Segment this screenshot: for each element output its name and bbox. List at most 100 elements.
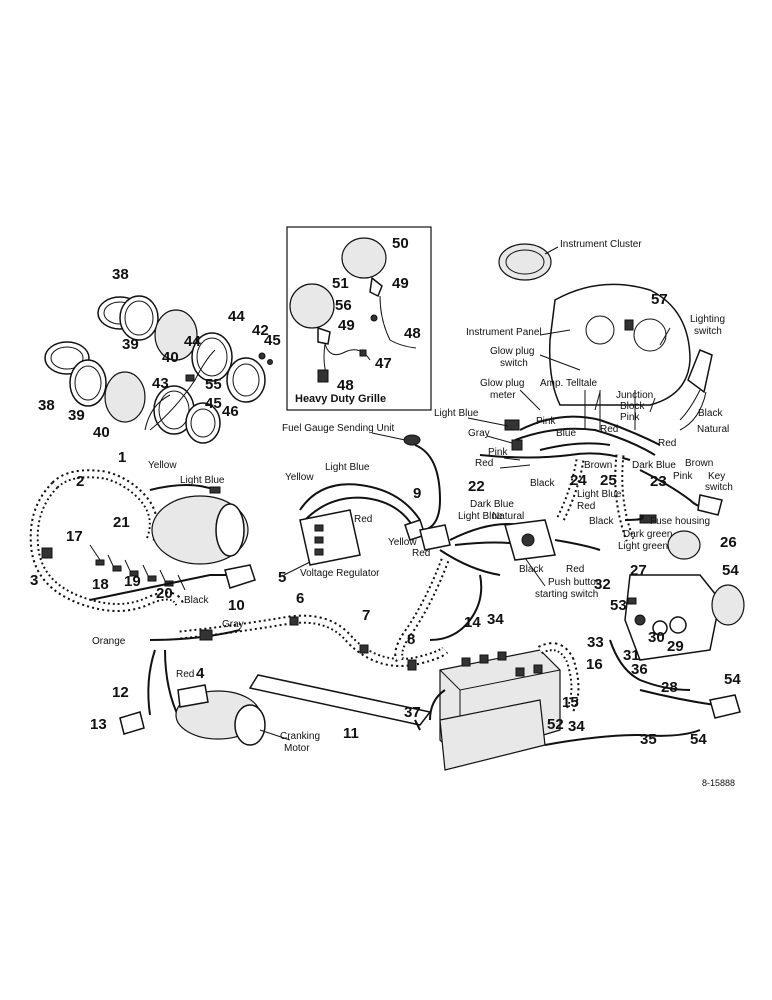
headlight-body-45-bottom-inner (190, 408, 216, 438)
regulator-terminal-1 (314, 524, 324, 532)
headlight-ring-44-bottom-inner (158, 390, 190, 430)
label-key-switch-2: switch (705, 482, 733, 493)
callout-8: 8 (407, 631, 415, 648)
callout-56: 56 (335, 297, 352, 314)
callout-13: 13 (90, 716, 107, 733)
callout-49-b: 51 (332, 275, 349, 292)
callout-19: 19 (124, 573, 141, 590)
cranking-motor-cables (147, 649, 181, 721)
harness-main-lower-core (179, 616, 447, 665)
callout-40-a: 40 (162, 349, 179, 366)
callout-17: 17 (66, 528, 83, 545)
headlight-unit-40-bottom (104, 371, 146, 423)
middle-components (299, 434, 601, 576)
callout-16: 16 (586, 656, 603, 673)
lighting-switch (687, 349, 713, 394)
callout-49-a: 50 (392, 235, 409, 252)
label-red-7: Red (566, 564, 584, 575)
label-light-blue-4: Light Blue (577, 489, 622, 500)
callout-2: 2 (76, 473, 84, 490)
callout-44-b: 45 (205, 395, 222, 412)
headlight-ring-44-top (191, 332, 233, 382)
harness-1-top-core (53, 471, 156, 541)
grille-lamp-49-top (341, 237, 387, 279)
headlight-ring-38-bottom-inner (50, 346, 84, 370)
glow-plug-terminal-10 (224, 564, 256, 589)
label-junction: Junction (616, 390, 653, 401)
callout-23: 23 (650, 473, 667, 490)
fuel-gauge-sending-unit (403, 434, 421, 446)
label-red-8: Red (176, 669, 194, 680)
label-voltage-regulator: Voltage Regulator (300, 568, 380, 579)
label-red-6: Red (412, 548, 430, 559)
battery-cap-2 (479, 654, 489, 664)
callout-38-b: 38 (38, 397, 55, 414)
wire-28 (639, 689, 716, 706)
panel-bracket-57 (624, 319, 634, 331)
label-glow-plug-switch-2: switch (500, 358, 528, 369)
cranking-motor-solenoid (177, 684, 209, 708)
label-lighting-switch-2: switch (694, 326, 722, 337)
label-black-2: Black (530, 478, 555, 489)
generator-end (215, 503, 245, 557)
lamp-part-29 (669, 616, 687, 634)
callout-55: 55 (205, 376, 222, 393)
label-dark-blue-2: Dark Blue (470, 499, 514, 510)
wire-35 (544, 729, 701, 746)
callout-33: 33 (587, 634, 604, 651)
grille-connector-46b (359, 349, 367, 357)
label-heavy-duty-grille: Heavy Duty Grille (295, 393, 386, 405)
callout-52: 54 (722, 562, 739, 579)
gray-connector (511, 439, 523, 451)
harness-clip-3 (41, 547, 53, 559)
label-pink-4: Pink (673, 471, 693, 482)
lamp-part-31 (634, 614, 646, 626)
wire-labels: Instrument Cluster Instrument Panel Ligh… (92, 239, 735, 788)
callout-7: 7 (362, 607, 370, 624)
instrument-panel-assembly (498, 243, 713, 431)
callout-31: 31 (623, 647, 640, 664)
callout-4: 4 (196, 665, 205, 682)
label-amp-telltale: Amp. Telltale (540, 378, 598, 389)
callout-48-a: 49 (392, 275, 409, 292)
label-instrument-panel: Instrument Panel (466, 327, 542, 338)
key-switch (697, 494, 723, 516)
headlight-retainer-39-top (119, 295, 159, 341)
label-cranking: Cranking (280, 731, 320, 742)
callout-42: 43 (152, 375, 169, 392)
grille-connector-46 (317, 369, 329, 383)
label-black-1: Black (698, 408, 723, 419)
leader-lines (259, 246, 671, 741)
callout-18: 18 (92, 576, 109, 593)
callout-46-b: 48 (337, 377, 354, 394)
callout-39-b: 39 (68, 407, 85, 424)
center-harness (479, 390, 723, 542)
regulator-wire-blue (304, 496, 416, 531)
callout-14: 14 (464, 614, 481, 631)
headlight-retainer-39-bottom-inner (74, 365, 102, 401)
callout-3: 3 (30, 572, 38, 589)
label-brown-2: Brown (685, 458, 713, 469)
callout-57: 57 (651, 291, 668, 308)
harness-clip-8 (407, 659, 417, 671)
callout-54: 54 (690, 731, 707, 748)
label-yellow-1: Yellow (148, 460, 177, 471)
headlight-connector-55 (185, 374, 195, 382)
label-glow-plug-switch-1: Glow plug (490, 346, 534, 357)
callout-39-a: 39 (122, 336, 139, 353)
diagram-code: 8-15888 (702, 778, 735, 788)
grille-clip-56 (370, 314, 378, 322)
label-light-blue-2: Light Blue (180, 475, 225, 486)
label-dark-green: Dark green (623, 529, 672, 540)
headlight-unit-40-top (154, 309, 198, 361)
callout-26: 26 (720, 534, 737, 551)
callout-22: 22 (468, 478, 485, 495)
callout-53: 54 (724, 671, 741, 688)
harness-clip-6 (289, 616, 299, 626)
mounting-plate-27 (624, 574, 721, 661)
label-natural-2: Natural (492, 511, 524, 522)
glow-plug-20a (147, 575, 157, 582)
glow-plug-meter (504, 419, 520, 431)
label-gray-2: Gray (222, 619, 244, 630)
